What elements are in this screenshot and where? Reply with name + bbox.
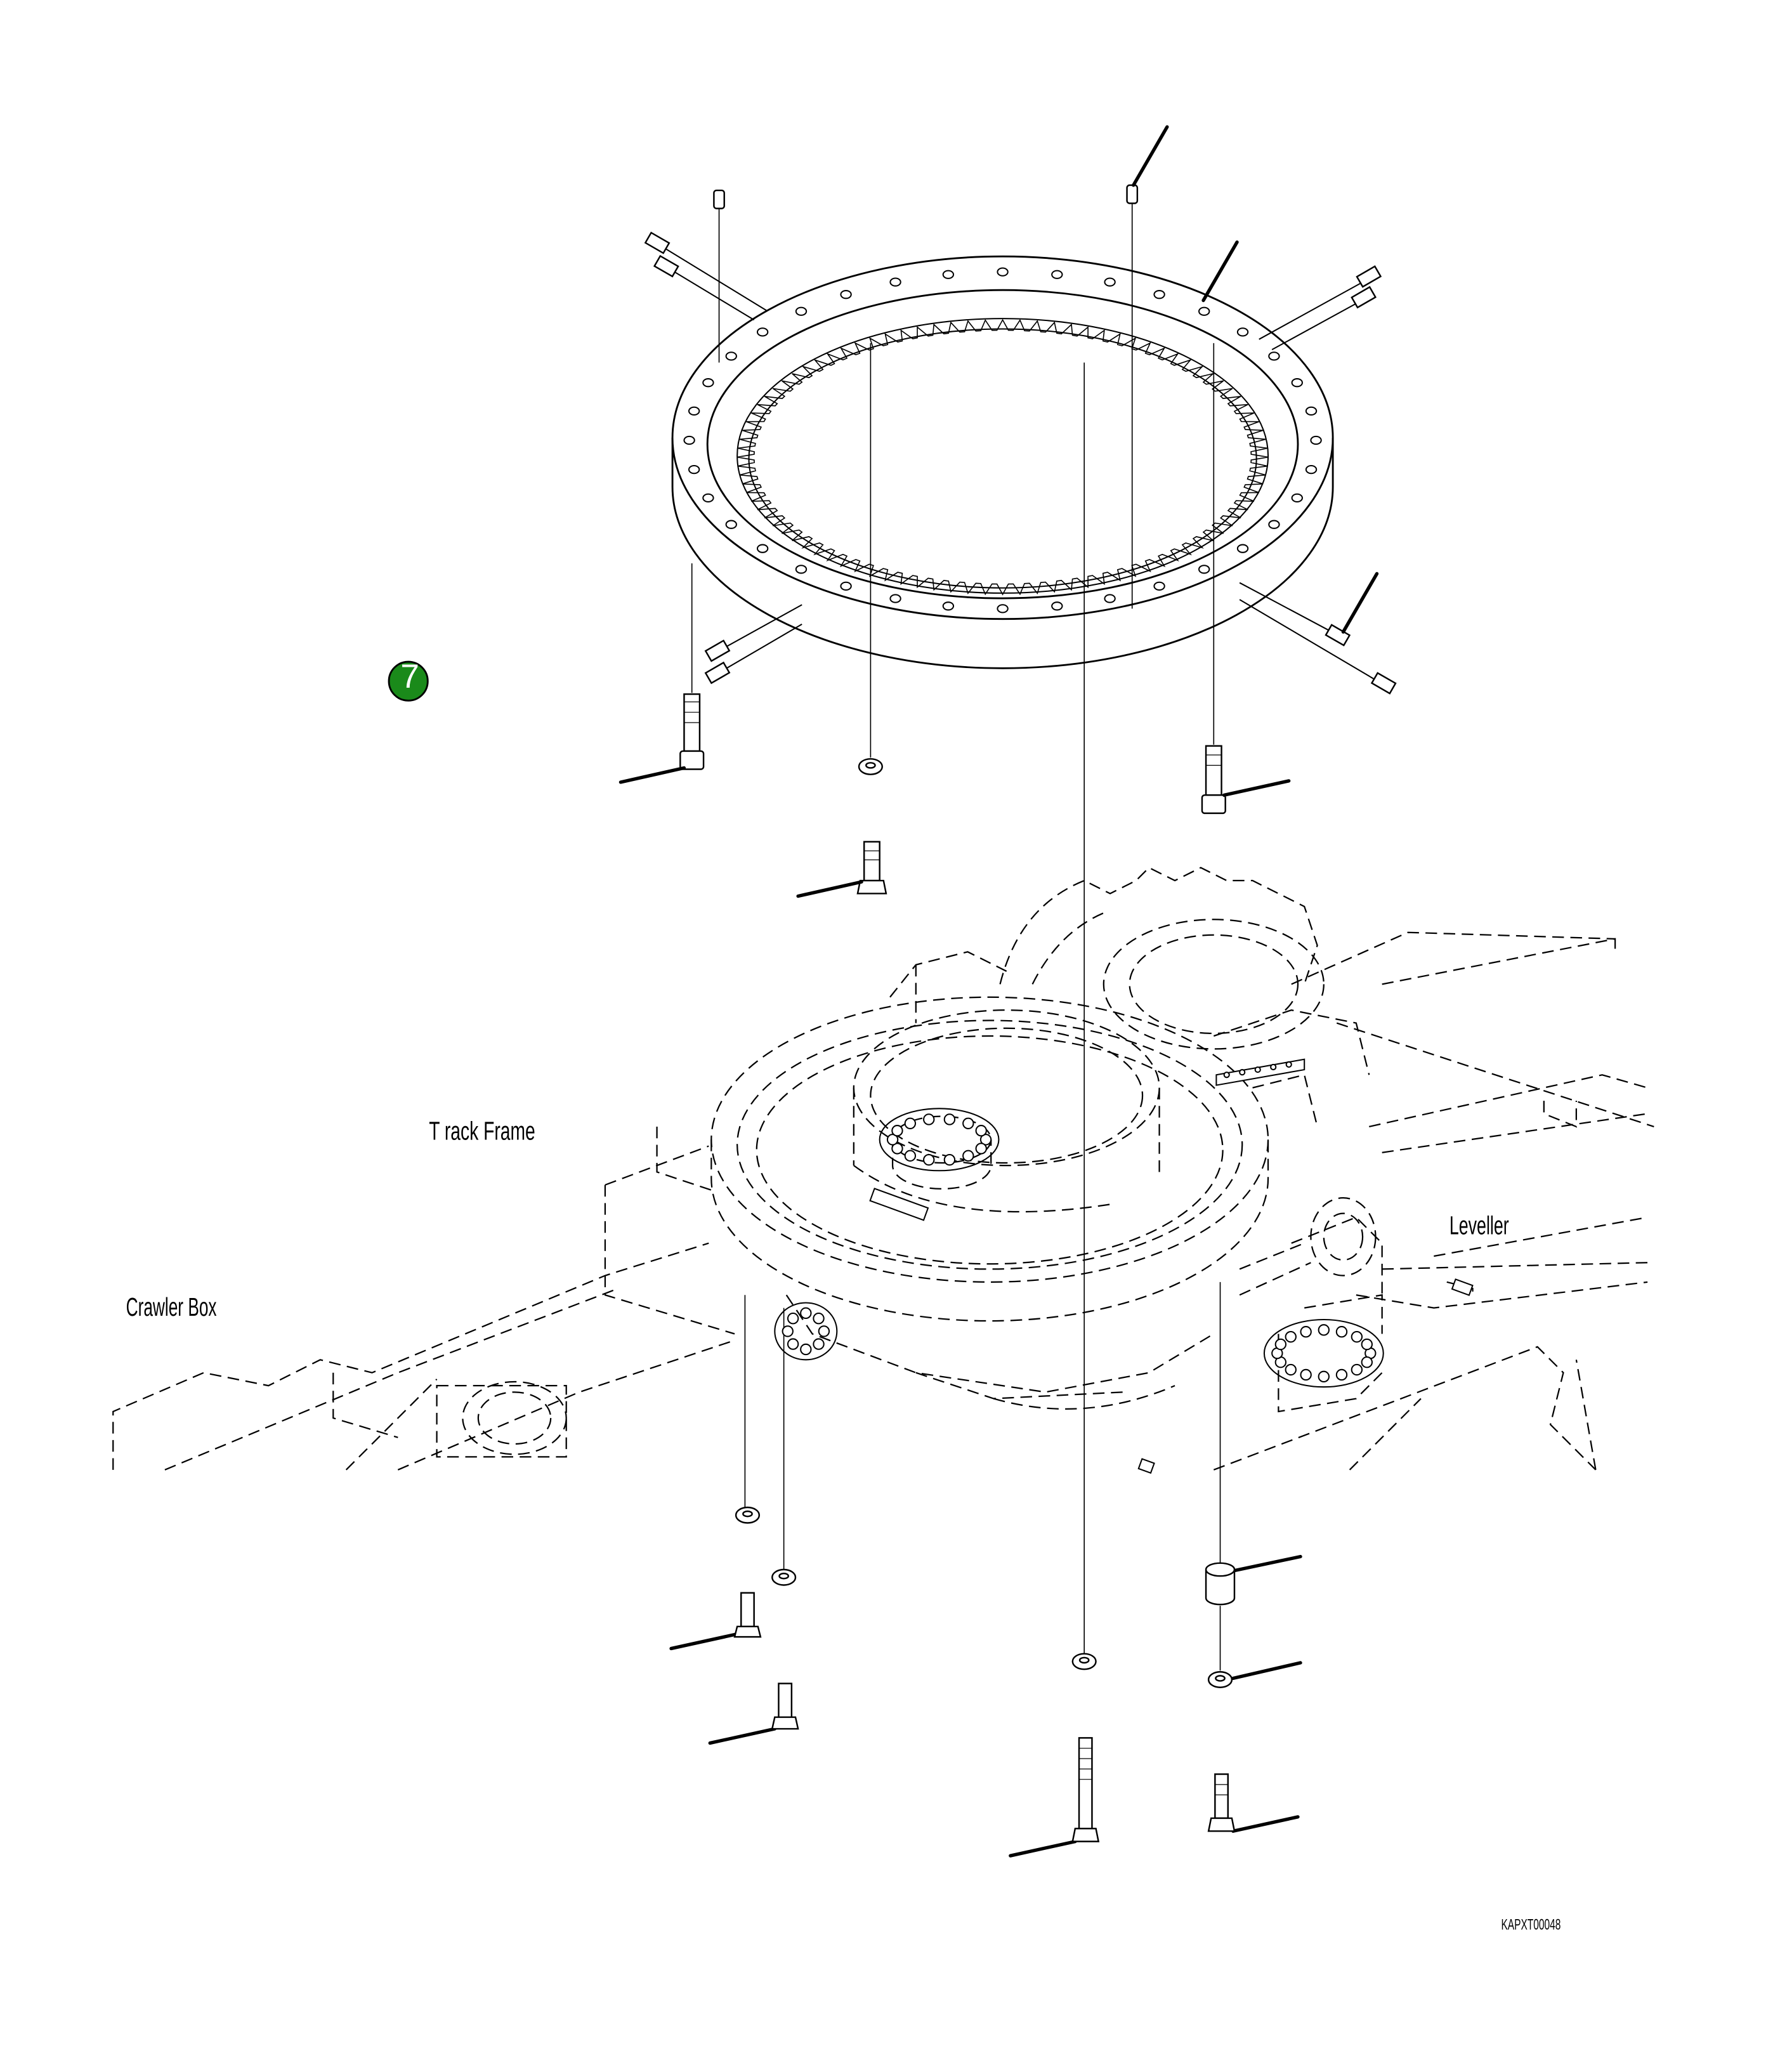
bolt-hole <box>1291 493 1303 503</box>
flange-bolt <box>813 1313 825 1325</box>
flange-bolt <box>1285 1330 1297 1343</box>
flange <box>1263 1319 1384 1388</box>
flange-bolt <box>1300 1368 1312 1381</box>
flange-bolt <box>886 1134 899 1146</box>
bolt-hole <box>840 290 852 299</box>
bolt-hole <box>889 594 901 603</box>
bolt-hole <box>1051 601 1063 611</box>
gear-teeth <box>736 318 1269 596</box>
flange-bolt <box>904 1150 917 1162</box>
flange-bolt <box>1351 1330 1363 1343</box>
bolt-hole <box>688 465 700 475</box>
flange-bolt <box>1335 1368 1348 1381</box>
flange-bolt <box>979 1134 992 1146</box>
bolt-hole <box>688 406 700 416</box>
bolt-hole <box>756 544 769 553</box>
bolt-hole <box>1104 594 1116 603</box>
bolt-hole <box>942 270 955 279</box>
bolt-hole <box>795 565 808 574</box>
flange-bolt <box>975 1143 987 1155</box>
bolt-holes <box>683 267 1322 613</box>
bolt-hole <box>1236 327 1249 337</box>
flange-bolt <box>923 1113 935 1125</box>
flange-bolt <box>787 1338 799 1350</box>
bolt-hole <box>1153 290 1165 299</box>
flange-bolt <box>813 1338 825 1350</box>
swing-bearing-ring <box>671 255 1334 669</box>
flange-bolt <box>1318 1370 1330 1383</box>
bolt-hole <box>725 520 737 529</box>
bolt-hole <box>1198 306 1210 316</box>
flange-bolt <box>1274 1338 1287 1351</box>
flange-bolt <box>1300 1326 1312 1338</box>
bolt-hole <box>1198 565 1210 574</box>
flange-bolt <box>1361 1356 1373 1368</box>
flange-bolt <box>891 1143 903 1155</box>
flange-bolt <box>818 1325 830 1337</box>
grease-fittings <box>644 232 1397 695</box>
bolt-hole <box>840 581 852 591</box>
flange <box>774 1302 838 1361</box>
flange-bolt <box>1361 1338 1373 1351</box>
flange-bolt <box>943 1113 956 1125</box>
flange-bolt <box>782 1325 794 1337</box>
bolt-hole <box>1268 351 1280 361</box>
flange <box>879 1108 1000 1172</box>
flange-bolt <box>904 1117 917 1129</box>
frame-details <box>774 1058 1474 1474</box>
bolt-hole <box>1236 544 1249 553</box>
callout-number: 7 <box>400 658 419 695</box>
bolt-hole <box>1310 435 1322 445</box>
bolt-hole <box>1051 270 1063 279</box>
flange-bolt <box>1335 1326 1348 1338</box>
bolt-hole <box>997 267 1009 277</box>
bolt-hole <box>725 351 737 361</box>
bolt-hole <box>1305 465 1318 475</box>
leader-lines <box>618 125 1379 1858</box>
flange-bolt <box>1318 1324 1330 1336</box>
bolt-hole <box>1153 581 1165 591</box>
flange-bolt <box>923 1153 935 1166</box>
flange-bolt <box>800 1307 812 1320</box>
flange-bolt <box>943 1153 956 1166</box>
crawler-box-label: Crawler Box <box>126 1292 217 1321</box>
bolt-hole <box>1305 406 1318 416</box>
track-frame <box>112 867 1654 1471</box>
gear-tooth-profile <box>736 318 1269 596</box>
bolt-hole <box>1268 520 1280 529</box>
callout-badge[interactable]: 7 <box>388 658 429 702</box>
track-frame-label: T rack Frame <box>429 1116 535 1145</box>
flange-bolt <box>1285 1363 1297 1376</box>
flange-bolt <box>800 1343 812 1356</box>
flange-bolt <box>975 1125 987 1137</box>
guide-lines <box>691 343 1221 1671</box>
flange-bolt <box>962 1150 974 1162</box>
bolt-hole <box>1291 378 1303 388</box>
upper-bolts <box>679 693 1226 895</box>
flange-bolt <box>1351 1363 1363 1376</box>
bolt-hole <box>795 306 808 316</box>
figure-code-label: KAPXT00048 <box>1501 1916 1561 1933</box>
flange-bolt <box>787 1313 799 1325</box>
bolt-hole <box>889 277 901 287</box>
bolt-hole <box>702 493 714 503</box>
dowel-pins <box>713 184 1139 609</box>
callout-circle[interactable] <box>388 660 429 702</box>
bolt-hole <box>997 604 1009 613</box>
flange-bolt <box>891 1125 903 1137</box>
bolt-hole <box>942 601 955 611</box>
labels: T rack Frame Leveller Crawler Box KAPXT0… <box>126 1116 1561 1933</box>
bolt-hole <box>683 435 695 445</box>
bolt-hole <box>1104 277 1116 287</box>
leveller-label: Leveller <box>1450 1210 1509 1240</box>
bolt-hole <box>756 327 769 337</box>
lower-fasteners <box>733 1506 1236 1842</box>
flange-bolt <box>962 1117 974 1129</box>
bolt-hole <box>702 378 714 388</box>
